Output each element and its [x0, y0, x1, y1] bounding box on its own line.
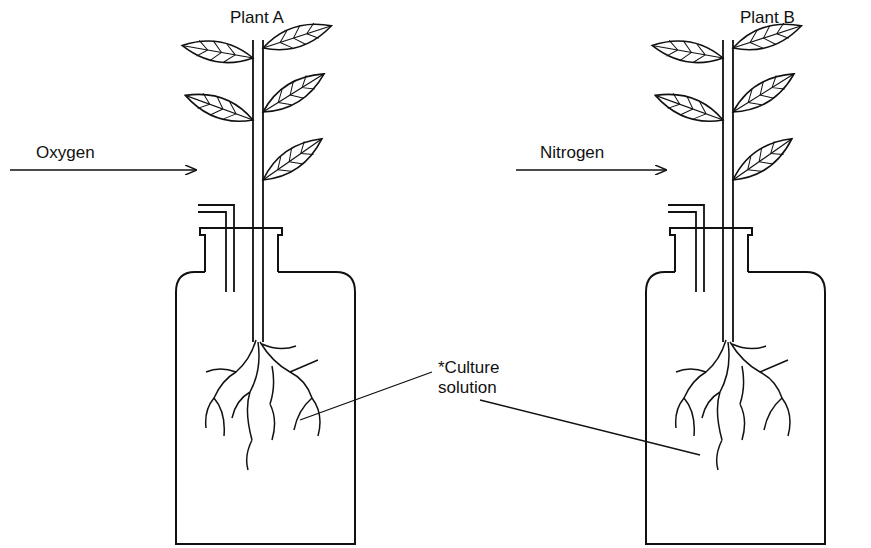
plant-label: Plant A [230, 8, 284, 28]
gas-arrow [516, 169, 666, 171]
gas-label: Oxygen [36, 143, 95, 163]
plant-a-setup [176, 16, 355, 544]
leader-line [300, 372, 432, 420]
gas-label: Nitrogen [540, 143, 604, 163]
leader-line [480, 400, 700, 455]
plant-label: Plant B [740, 8, 795, 28]
solution-label: *Culture solution [438, 358, 528, 398]
gas-arrow [10, 169, 196, 171]
plant-b-setup [646, 16, 825, 544]
